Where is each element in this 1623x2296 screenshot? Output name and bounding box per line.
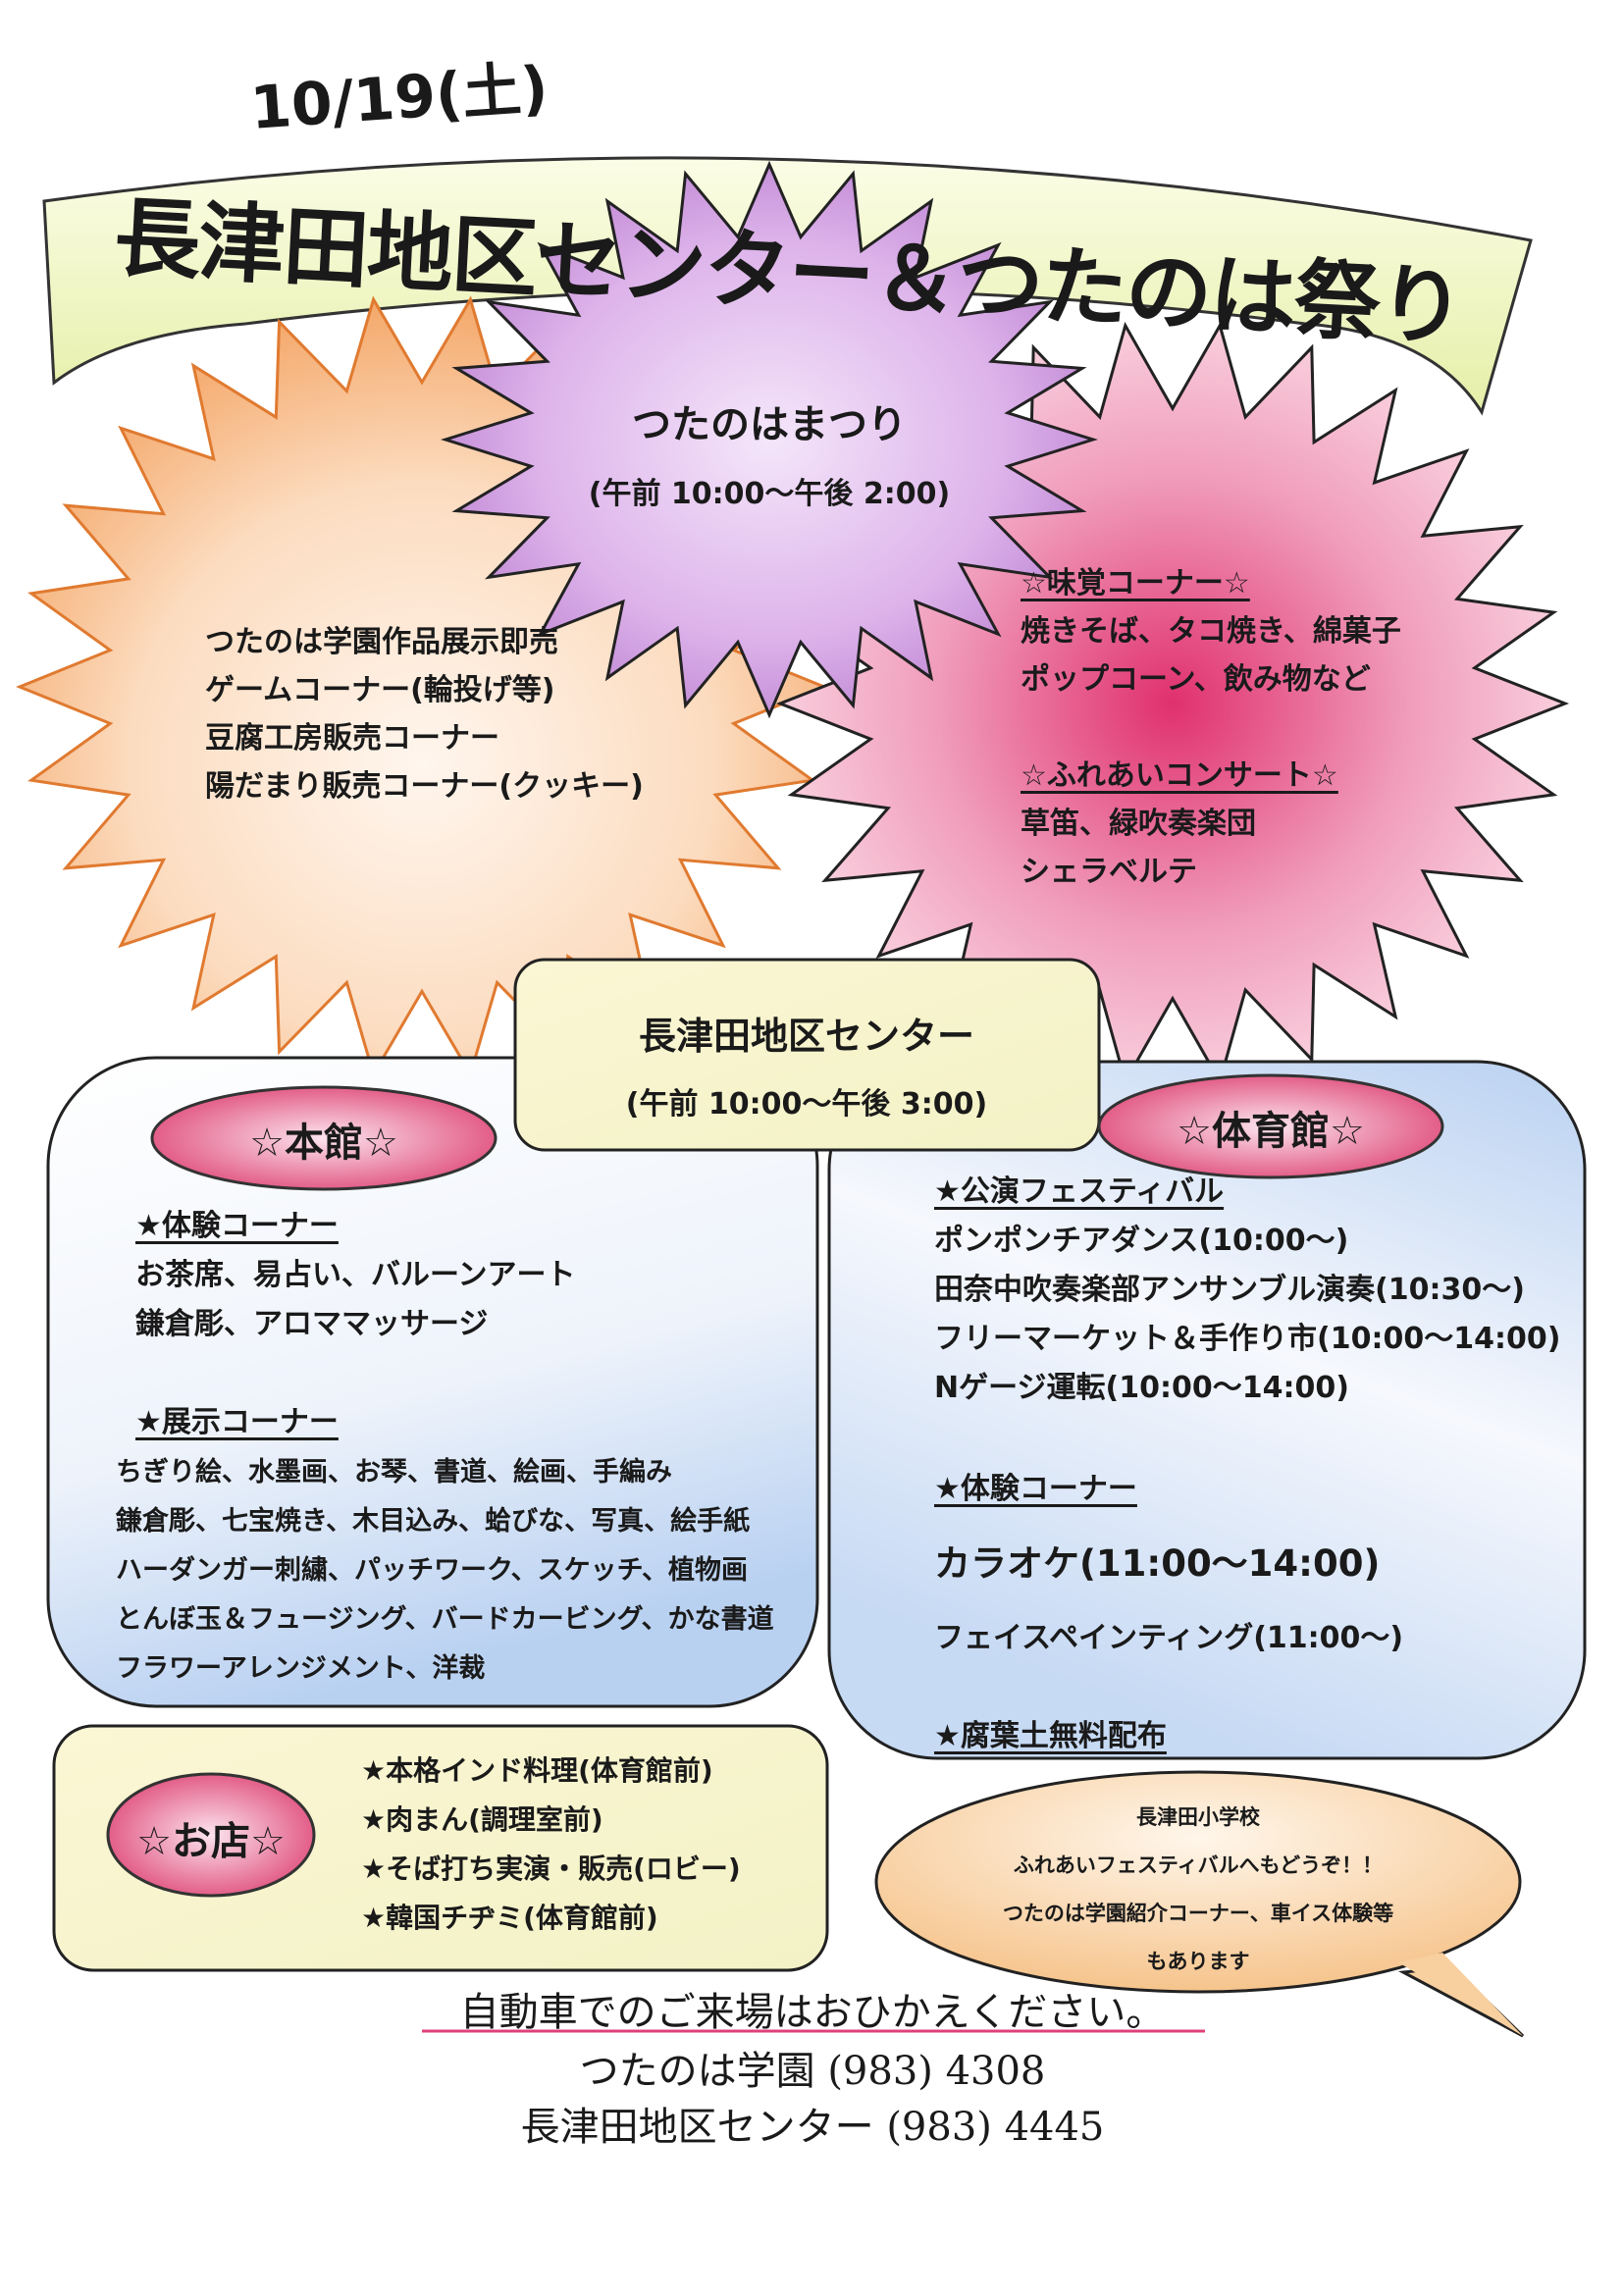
- list-item: 豆腐工房販売コーナー: [205, 721, 499, 756]
- list-item: ハーダンガー刺繍、パッチワーク、スケッチ、植物画: [116, 1555, 748, 1586]
- list-item: ★韓国チヂミ(体育館前): [361, 1902, 658, 1934]
- list-item: ★肉まん(調理室前): [361, 1803, 603, 1836]
- list-item: ポンポンチアダンス(10:00～): [934, 1224, 1349, 1258]
- list-item: ゲームコーナー(輪投げ等): [205, 673, 555, 707]
- orange-burst-list: つたのは学園作品展示即売 ゲームコーナー(輪投げ等) 豆腐工房販売コーナー 陽だ…: [205, 618, 644, 810]
- parking-notice: 自動車でのご来場はおひかえください。: [459, 1990, 1166, 2035]
- purple-starburst: [440, 160, 1099, 719]
- list-item: お茶席、易占い、バルーンアート: [135, 1258, 576, 1292]
- bubble-line: もあります: [1146, 1950, 1250, 1973]
- food-heading: ☆味覚コーナー☆: [1021, 566, 1250, 600]
- bubble-line: つたのは学園紹介コーナー、車イス体験等: [1002, 1902, 1394, 1925]
- exhibit-heading: ★展示コーナー: [135, 1405, 339, 1439]
- main-hall-experience: ★体験コーナー お茶席、易占い、バルーンアート 鎌倉彫、アロママッサージ: [135, 1202, 576, 1349]
- gym-experience-heading: ★体験コーナー: [934, 1472, 1137, 1506]
- center-hours: (午前 10:00～午後 3:00): [625, 1087, 988, 1122]
- tsutanoha-title: つたのはまつり: [632, 402, 907, 447]
- list-item: シェラベルテ: [1021, 855, 1197, 889]
- main-hall-label: ☆本館☆: [249, 1121, 398, 1166]
- gym-label: ☆体育館☆: [1177, 1109, 1365, 1154]
- list-item: ★そば打ち実演・販売(ロビー): [361, 1852, 741, 1885]
- list-item: Nゲージ運転(10:00～14:00): [934, 1371, 1349, 1405]
- karaoke: カラオケ(11:00～14:00): [934, 1542, 1381, 1585]
- performance-heading: ★公演フェスティバル: [934, 1174, 1225, 1209]
- center-title: 長津田地区センター: [638, 1015, 975, 1058]
- list-item: フラワーアレンジメント、洋裁: [116, 1653, 486, 1684]
- list-item: 鎌倉彫、七宝焼き、木目込み、蛤びな、写真、絵手紙: [116, 1506, 751, 1537]
- list-item: 陽だまり販売コーナー(クッキー): [205, 769, 644, 804]
- list-item: とんぼ玉＆フュージング、バードカービング、かな書道: [116, 1604, 774, 1635]
- contact-center: 長津田地区センター (983) 4445: [520, 2105, 1105, 2150]
- compost-giveaway: ★腐葉土無料配布: [934, 1719, 1167, 1753]
- center-box: [513, 958, 1101, 1152]
- shop-list: ★本格インド料理(体育館前) ★肉まん(調理室前) ★そば打ち実演・販売(ロビー…: [361, 1747, 741, 1943]
- experience-heading: ★体験コーナー: [135, 1209, 339, 1243]
- gym-performances: ★公演フェスティバル ポンポンチアダンス(10:00～) 田奈中吹奏楽部アンサン…: [934, 1168, 1560, 1413]
- main-hall-exhibits: ちぎり絵、水墨画、お琴、書道、絵画、手編み 鎌倉彫、七宝焼き、木目込み、蛤びな、…: [116, 1448, 774, 1694]
- shops-label: ☆お店☆: [136, 1819, 286, 1864]
- list-item: 鎌倉彫、アロママッサージ: [135, 1307, 489, 1341]
- face-painting: フェイスペインティング(11:00～): [934, 1621, 1404, 1655]
- exhibit-heading-wrap: ★展示コーナー: [135, 1398, 339, 1447]
- list-item: ★本格インド料理(体育館前): [361, 1754, 713, 1787]
- pink-burst-list: ☆味覚コーナー☆ 焼きそば、タコ焼き、綿菓子 ポップコーン、飲み物など ☆ふれあ…: [1021, 559, 1401, 896]
- list-item: フリーマーケット＆手作り市(10:00～14:00): [934, 1322, 1561, 1356]
- list-item: 草笛、緑吹奏楽団: [1021, 807, 1256, 841]
- gym-box: [827, 1060, 1587, 1760]
- list-item: 田奈中吹奏楽部アンサンブル演奏(10:30～): [934, 1273, 1526, 1307]
- list-item: 焼きそば、タコ焼き、綿菓子: [1021, 614, 1401, 649]
- bubble-text: 長津田小学校 ふれあいフェスティバルへもどうぞ！！ つたのは学園紹介コーナー、車…: [1003, 1794, 1393, 1986]
- list-item: つたのは学園作品展示即売: [205, 625, 558, 659]
- list-item: ポップコーン、飲み物など: [1021, 662, 1371, 697]
- list-item: ちぎり絵、水墨画、お琴、書道、絵画、手編み: [116, 1457, 672, 1487]
- tsutanoha-hours: (午前 10:00～午後 2:00): [588, 477, 951, 511]
- main-hall-box: [46, 1056, 819, 1708]
- concert-heading: ☆ふれあいコンサート☆: [1021, 758, 1338, 793]
- bubble-line: 長津田小学校: [1135, 1805, 1260, 1829]
- contact-tsutanoha: つたのは学園 (983) 4308: [579, 2049, 1046, 2094]
- bubble-line: ふれあいフェスティバルへもどうぞ！！: [1013, 1853, 1384, 1877]
